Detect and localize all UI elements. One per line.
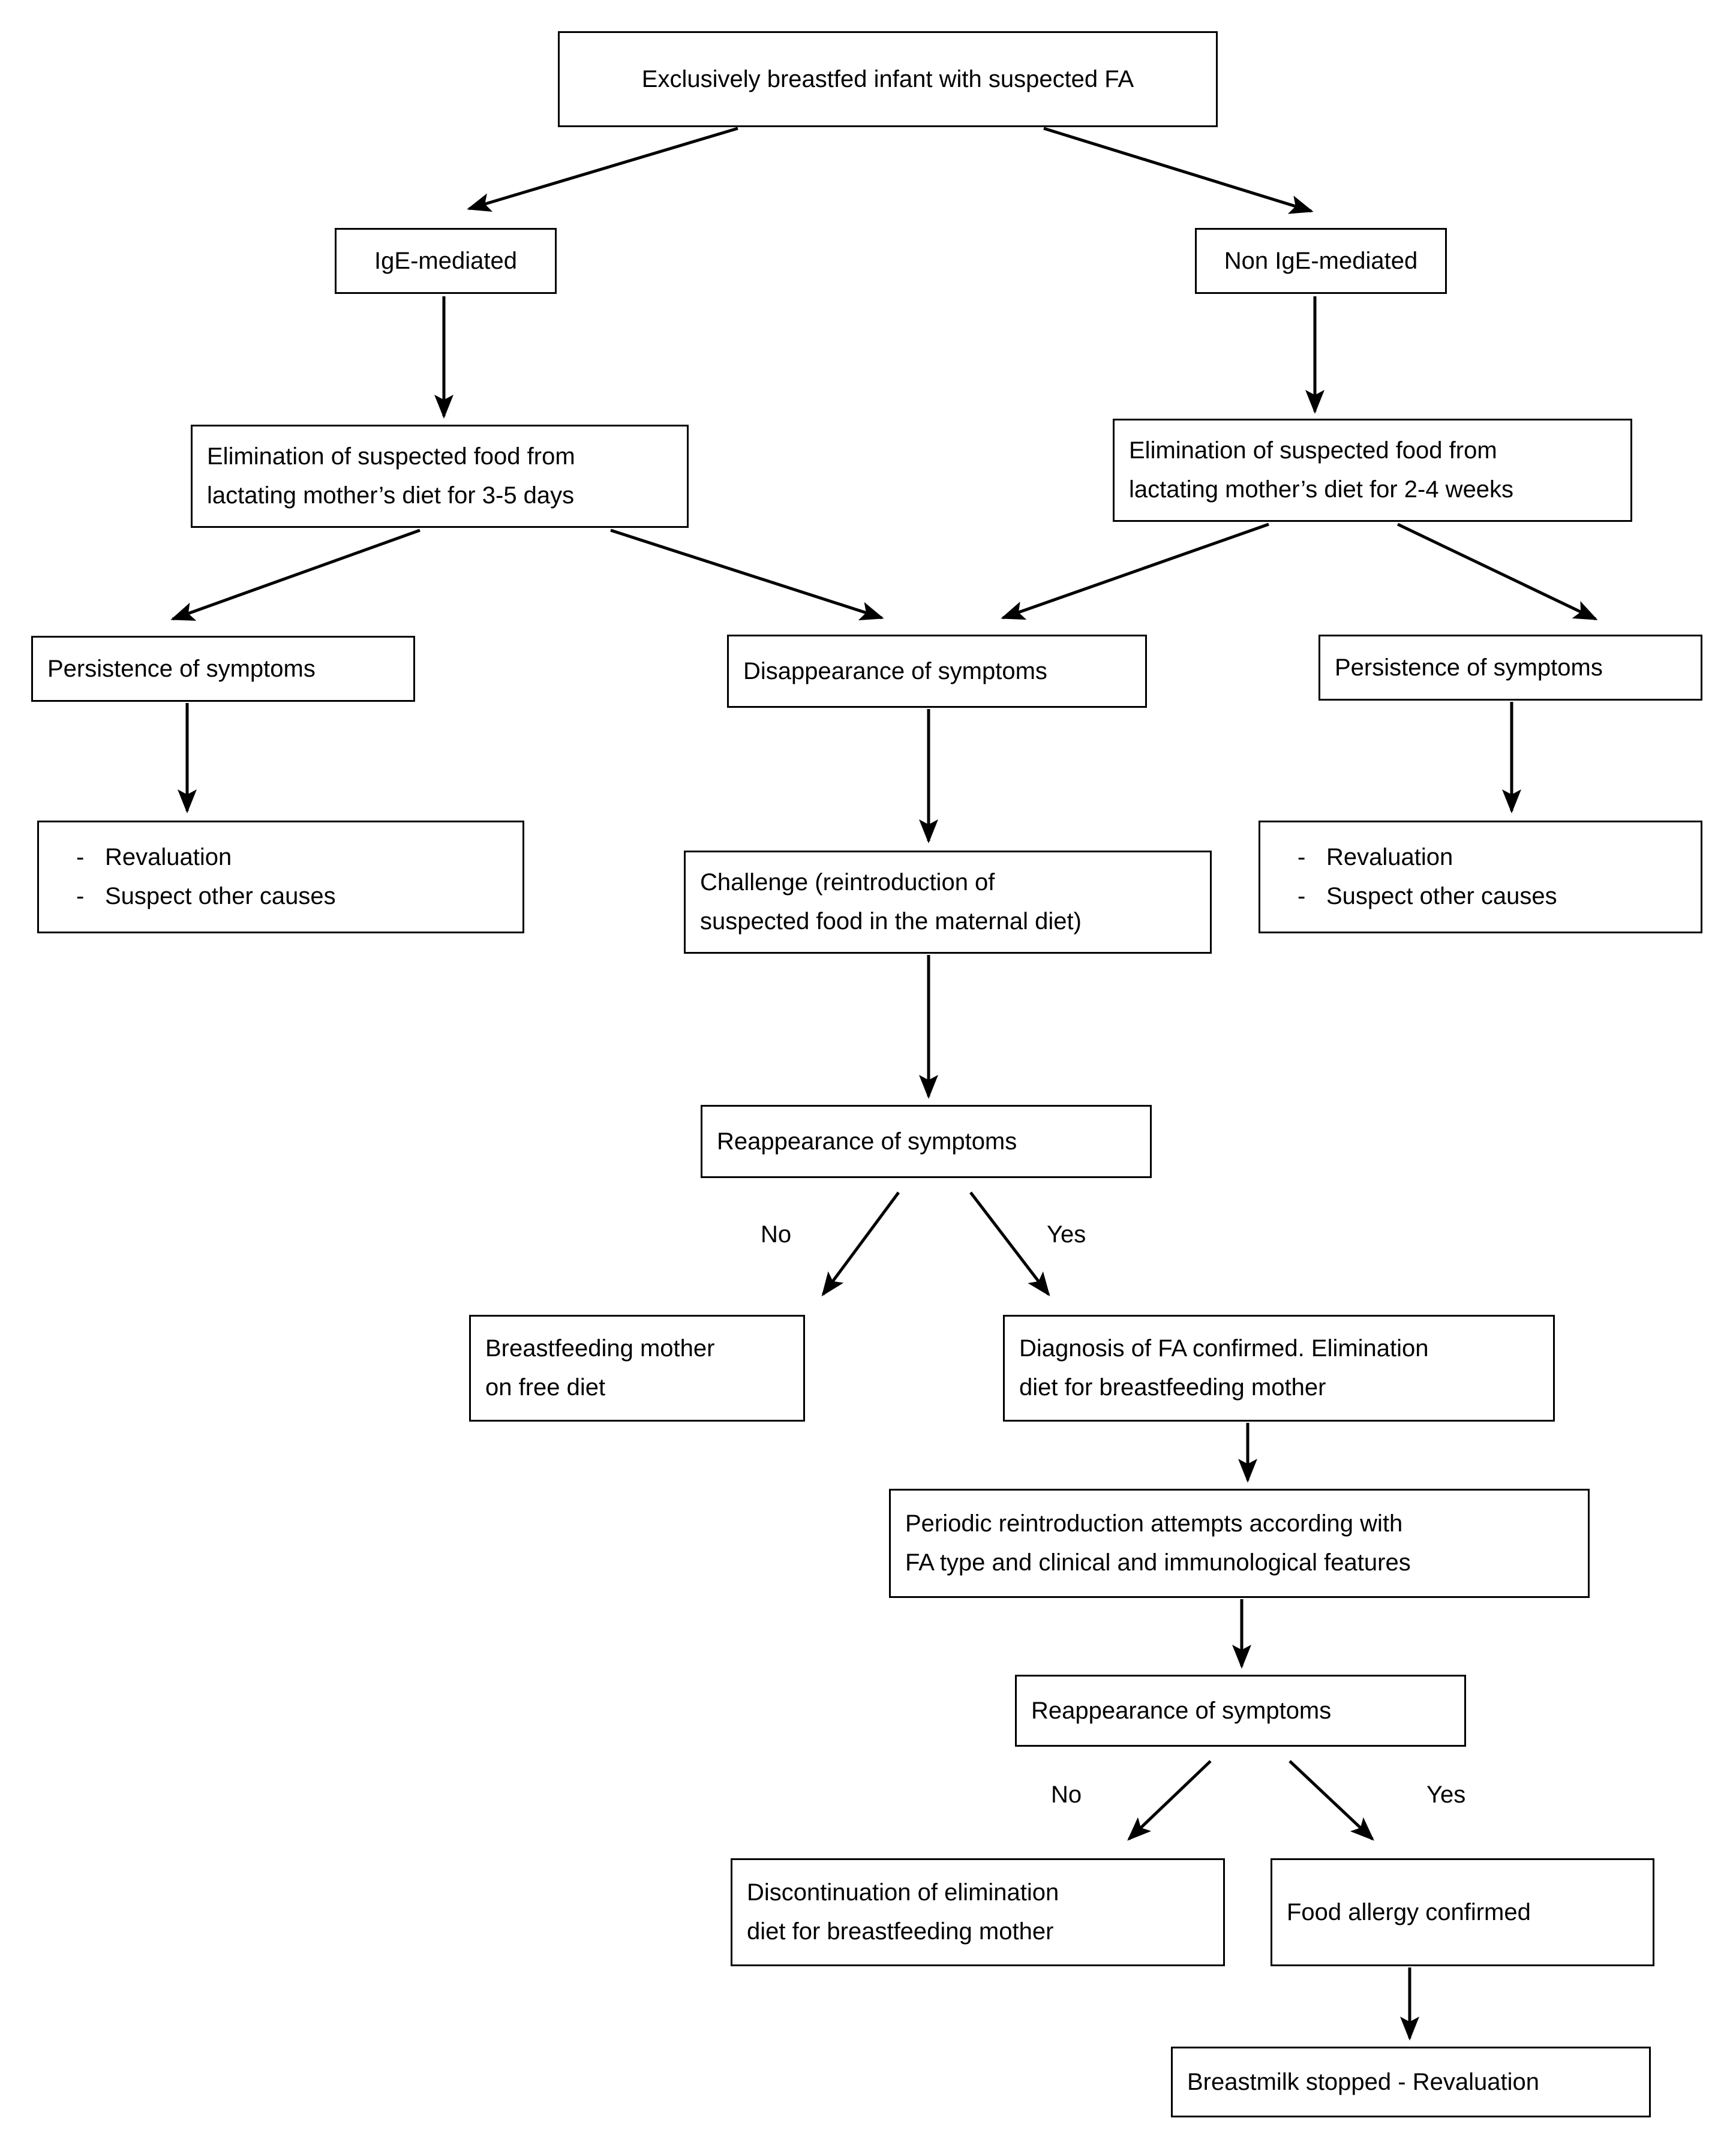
node-text-line: IgE-mediated: [374, 247, 517, 274]
node-text-line: on free diet: [485, 1374, 606, 1401]
edge-label-yes-2: Yes: [1426, 1782, 1466, 1808]
node-text-line: Exclusively breastfed infant with suspec…: [641, 65, 1134, 92]
edge-label-no-1: No: [761, 1221, 792, 1248]
elimination-3-5-days-node: Elimination of suspected food from lactat…: [191, 425, 689, 528]
node-bullet-row: -Revaluation: [53, 838, 232, 877]
edge-elim-left-to-disappearance: [610, 528, 884, 621]
challenge-reintroduction-node: Challenge (reintroduction of suspected fo…: [684, 851, 1212, 954]
reappearance-of-symptoms-node-2: Reappearance of symptoms: [1015, 1675, 1466, 1747]
node-text-line: Diagnosis of FA confirmed. Elimination: [1019, 1335, 1429, 1362]
edge-reappear1-to-diagnosis: [969, 1191, 1050, 1297]
bullet-dash-icon: -: [76, 844, 85, 871]
breastfeeding-mother-free-diet-node: Breastfeeding mother on free diet: [469, 1315, 805, 1422]
node-text-line: suspected food in the maternal diet): [700, 908, 1082, 935]
elimination-2-4-weeks-node: Elimination of suspected food from lactat…: [1113, 419, 1632, 522]
node-text-line: Disappearance of symptoms: [743, 657, 1047, 684]
node-text-line: Breastmilk stopped - Revaluation: [1187, 2068, 1539, 2095]
edge-elim-right-to-disappearance: [1001, 522, 1269, 620]
diagnosis-fa-confirmed-node: Diagnosis of FA confirmed. Elimination di…: [1003, 1315, 1555, 1422]
node-text-line: diet for breastfeeding mother: [1019, 1374, 1326, 1401]
bullet-dash-icon: -: [1298, 844, 1306, 871]
node-text-line: lactating mother’s diet for 2-4 weeks: [1129, 476, 1514, 503]
persistence-of-symptoms-right-node: Persistence of symptoms: [1318, 635, 1702, 701]
node-text-line: Reappearance of symptoms: [1031, 1697, 1332, 1724]
node-bullet-row: -Suspect other causes: [1275, 877, 1557, 916]
node-text-line: Persistence of symptoms: [1335, 654, 1603, 681]
suspected-fa-node: Exclusively breastfed infant with suspec…: [558, 31, 1218, 127]
non-ige-mediated-node: Non IgE-mediated: [1195, 228, 1447, 294]
node-bullet-text: Revaluation: [105, 844, 232, 871]
edge-elim-right-to-persistence: [1396, 522, 1598, 621]
reappearance-of-symptoms-node-1: Reappearance of symptoms: [701, 1105, 1152, 1178]
edge-elim-left-to-persistence: [170, 528, 421, 621]
node-text-line: Discontinuation of elimination: [747, 1879, 1059, 1906]
node-bullet-text: Revaluation: [1326, 844, 1453, 871]
edge-root-to-nonige: [1043, 127, 1314, 214]
breastmilk-stopped-revaluation-node: Breastmilk stopped - Revaluation: [1171, 2047, 1651, 2117]
node-bullet-text: Suspect other causes: [1326, 883, 1557, 909]
food-allergy-confirmed-node: Food allergy confirmed: [1271, 1858, 1654, 1966]
node-text-line: Food allergy confirmed: [1287, 1898, 1531, 1925]
disappearance-of-symptoms-node: Disappearance of symptoms: [727, 635, 1147, 708]
node-text-line: Breastfeeding mother: [485, 1335, 715, 1362]
ige-mediated-node: IgE-mediated: [335, 228, 557, 294]
revaluation-right-node: -Revaluation-Suspect other causes: [1259, 821, 1702, 933]
discontinuation-elimination-diet-node: Discontinuation of elimination diet for b…: [731, 1858, 1225, 1966]
node-text-line: Persistence of symptoms: [47, 655, 316, 682]
node-text-line: Non IgE-mediated: [1224, 247, 1418, 274]
persistence-of-symptoms-left-node: Persistence of symptoms: [31, 636, 415, 702]
node-text-line: Reappearance of symptoms: [717, 1128, 1017, 1155]
periodic-reintroduction-node: Periodic reintroduction attempts accordi…: [889, 1489, 1590, 1598]
node-text-line: diet for breastfeeding mother: [747, 1918, 1054, 1945]
node-text-line: FA type and clinical and immunological f…: [905, 1549, 1411, 1576]
revaluation-left-node: -Revaluation-Suspect other causes: [37, 821, 524, 933]
node-text-line: Challenge (reintroduction of: [700, 869, 995, 896]
node-bullet-row: -Suspect other causes: [53, 877, 336, 916]
node-text-line: Elimination of suspected food from: [207, 443, 575, 470]
node-text-line: Elimination of suspected food from: [1129, 437, 1497, 464]
node-text-line: lactating mother’s diet for 3-5 days: [207, 482, 575, 509]
edge-label-yes-1: Yes: [1047, 1221, 1086, 1248]
edge-reappear1-to-free-diet: [821, 1191, 900, 1297]
edge-reappear2-to-discontinue: [1127, 1760, 1212, 1841]
node-bullet-text: Suspect other causes: [105, 883, 336, 909]
edge-reappear2-to-confirmed: [1289, 1760, 1374, 1841]
bullet-dash-icon: -: [76, 883, 85, 909]
node-bullet-row: -Revaluation: [1275, 838, 1453, 877]
edge-root-to-ige: [467, 127, 738, 212]
node-text-line: Periodic reintroduction attempts accordi…: [905, 1510, 1403, 1537]
bullet-dash-icon: -: [1298, 883, 1306, 909]
edge-label-no-2: No: [1051, 1782, 1082, 1808]
